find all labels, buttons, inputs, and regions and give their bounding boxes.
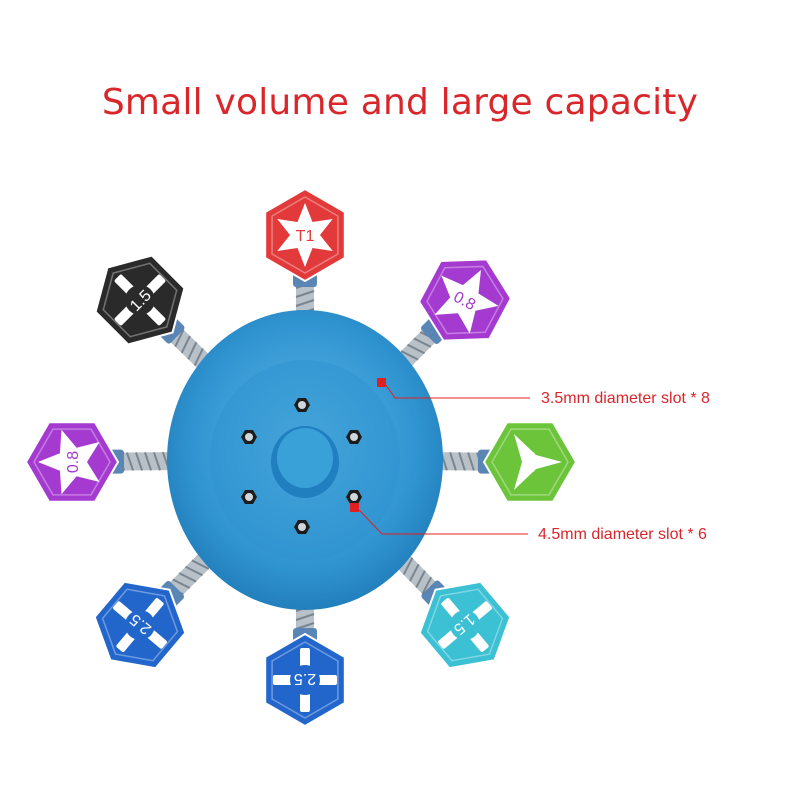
bit-head-8: 1.5 — [94, 254, 186, 346]
bit-head-6: 2.5 — [93, 580, 187, 670]
bit-heads: T1 0.8 9.0 1.5 2.5 2.5 0.8 1.5 — [24, 187, 578, 728]
bit-head-1: T1 — [264, 187, 346, 283]
bit-size-label: T1 — [296, 228, 315, 245]
bit-head-3: 9.0 — [482, 421, 578, 503]
headline: Small volume and large capacity — [101, 82, 699, 123]
hub-sockets — [241, 398, 362, 534]
callout-slot-4-5mm: 4.5mm diameter slot * 6 — [538, 526, 707, 543]
callout-slot-3-5mm: 3.5mm diameter slot * 8 — [541, 390, 710, 407]
bit-head-4: 1.5 — [418, 580, 512, 670]
bit-size-label: 2.5 — [294, 670, 316, 687]
bit-size-label: 0.8 — [65, 451, 82, 473]
hub — [167, 310, 443, 610]
bit-head-5: 2.5 — [264, 632, 346, 728]
bit-size-label: 9.0 — [520, 451, 537, 473]
callout-marker-1 — [377, 378, 530, 399]
bit-head-7: 0.8 — [24, 421, 120, 503]
callout-marker-2 — [350, 503, 528, 535]
bit-head-2: 0.8 — [417, 258, 513, 342]
